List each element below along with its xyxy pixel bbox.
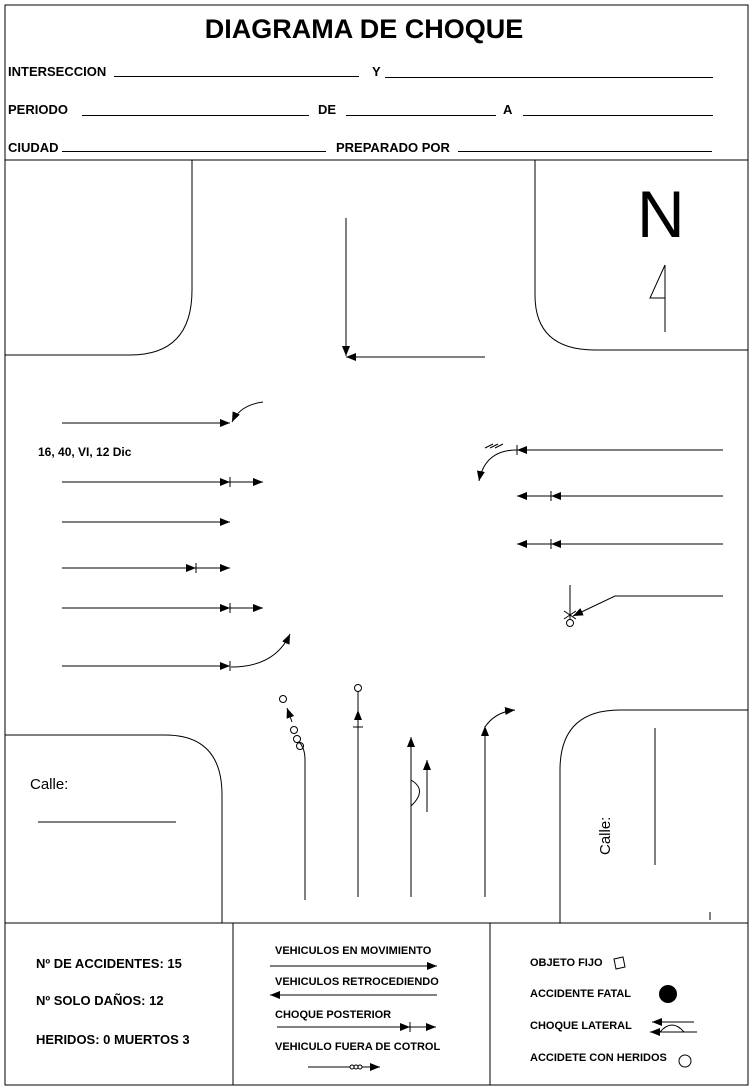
de-label: DE [318, 102, 337, 117]
legend-injuries: ACCIDETE CON HERIDOS [530, 1052, 667, 1064]
outer-border [4, 4, 749, 1086]
periodo-field[interactable] [82, 115, 309, 116]
north-label: N [637, 177, 685, 251]
y-field[interactable] [385, 77, 713, 78]
legend-reversing: VEHICULOS RETROCEDIENDO [275, 976, 439, 988]
ciudad-label: CIUDAD [8, 140, 59, 155]
legend-moving: VEHICULOS EN MOVIMIENTO [275, 945, 432, 957]
legend-side-impact: CHOQUE LATERAL [530, 1020, 632, 1032]
curb-top-left [5, 160, 193, 356]
interseccion-field[interactable] [114, 76, 359, 77]
legend-fixed-object: OBJETO FIJO [530, 957, 603, 969]
de-field[interactable] [346, 115, 496, 116]
curb-top-right [534, 160, 748, 351]
curb-bottom-left [5, 734, 223, 923]
legend-fatal: ACCIDENTE FATAL [530, 988, 632, 1000]
street-right-label: Calle: [597, 816, 614, 855]
street-left-label: Calle: [30, 776, 69, 793]
damage-count: Nº SOLO DAÑOS: 12 [36, 993, 164, 1008]
curb-bottom-right [559, 709, 748, 923]
preparado-label: PREPARADO POR [336, 140, 450, 155]
interseccion-label: INTERSECCION [8, 64, 107, 79]
injury-death-count: HERIDOS: 0 MUERTOS 3 [36, 1032, 190, 1047]
a-label: A [503, 102, 513, 117]
legend-rear-end: CHOQUE POSTERIOR [275, 1009, 392, 1021]
page-title: DIAGRAMA DE CHOQUE [204, 14, 524, 44]
preparado-field[interactable] [458, 151, 712, 152]
y-label: Y [372, 64, 381, 79]
accident-count: Nº DE ACCIDENTES: 15 [36, 956, 182, 971]
a-field[interactable] [523, 115, 713, 116]
accident-annotation: 16, 40, VI, 12 Dic [38, 445, 132, 459]
ciudad-field[interactable] [62, 151, 326, 152]
periodo-label: PERIODO [8, 102, 68, 117]
legend-out-of-control: VEHICULO FUERA DE COTROL [275, 1041, 441, 1053]
